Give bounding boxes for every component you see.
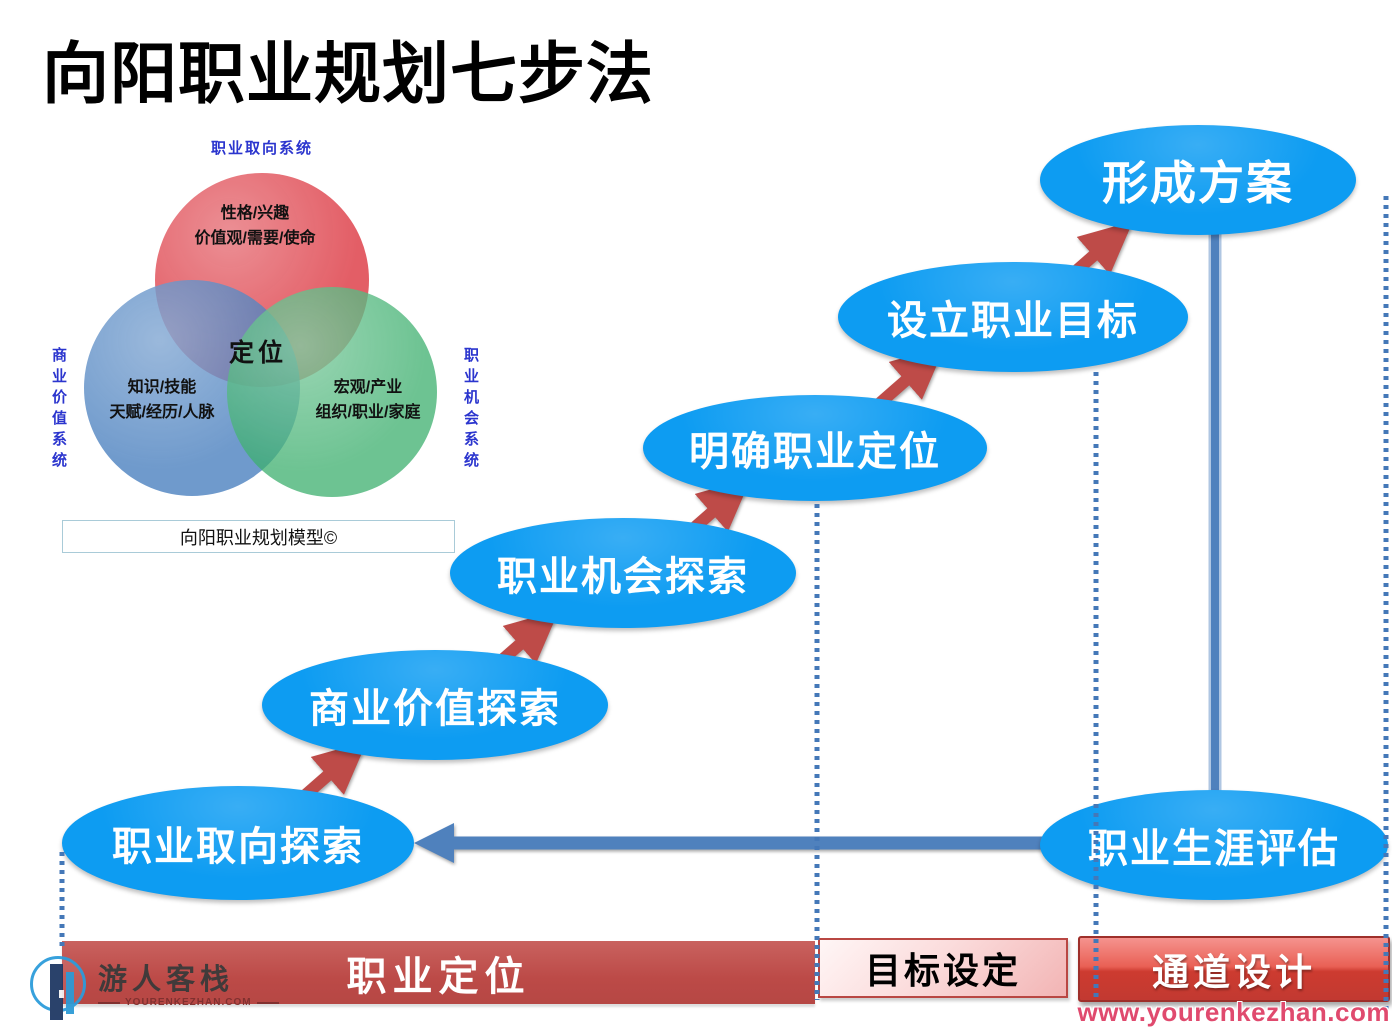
step-ellipse-orientation-exploration: 职业取向探索 xyxy=(62,786,414,900)
venn-text-orientation: 性格/兴趣 价值观/需要/使命 xyxy=(125,201,385,251)
venn-label-value-system: 商业价值系统 xyxy=(50,347,67,473)
venn-text-orientation-line1: 性格/兴趣 xyxy=(220,205,290,222)
venn-circle-opportunity xyxy=(227,287,437,497)
logo-building-icon xyxy=(50,964,63,1020)
step-ellipse-set-career-goal: 设立职业目标 xyxy=(838,262,1188,372)
logo-domain-row: YOURENKEZHAN.COM xyxy=(98,997,279,1008)
phase-bar-channel-design: 通道设计 xyxy=(1078,936,1390,1002)
venn-text-value: 知识/技能 天赋/经历/人脉 xyxy=(42,375,282,425)
logo-building-light-icon xyxy=(66,972,74,1014)
venn-text-orientation-line2: 价值观/需要/使命 xyxy=(194,230,316,247)
venn-center-label: 定位 xyxy=(228,339,287,367)
venn-text-opportunity-line1: 宏观/产业 xyxy=(333,379,403,396)
step-ellipse-business-value-exploration: 商业价值探索 xyxy=(262,650,608,760)
page-title: 向阳职业规划七步法 xyxy=(42,37,654,112)
up-arrow-step5-6-icon xyxy=(1072,221,1134,276)
logo-dash-left xyxy=(98,1001,120,1004)
logo-name: 游人客栈 xyxy=(98,964,235,996)
venn-text-opportunity-line2: 组织/职业/家庭 xyxy=(315,404,421,421)
website-url: www.yourenkezhan.com xyxy=(1077,997,1390,1027)
step-ellipse-career-evaluation: 职业生涯评估 xyxy=(1040,790,1388,900)
logo-domain: YOURENKEZHAN.COM xyxy=(125,997,252,1008)
logo-dash-right xyxy=(256,1001,279,1004)
step-ellipse-define-positioning: 明确职业定位 xyxy=(643,395,987,501)
venn-diagram: 职业取向系统 商业价值系统 职业机会系统 性格/兴趣 价值观/需要/使命 知识/… xyxy=(40,135,485,575)
venn-text-value-line1: 知识/技能 xyxy=(127,379,197,396)
venn-label-orientation-system: 职业取向系统 xyxy=(210,140,313,157)
return-arrow-head-icon xyxy=(414,823,454,863)
venn-caption-box: 向阳职业规划模型© xyxy=(62,520,455,553)
phase-bar-goal-setting: 目标设定 xyxy=(818,938,1068,998)
step-ellipse-form-plan: 形成方案 xyxy=(1040,125,1356,235)
logo: 游人客栈 YOURENKEZHAN.COM xyxy=(26,950,279,1026)
venn-text-value-line2: 天赋/经历/人脉 xyxy=(109,404,215,421)
venn-label-opportunity-system: 职业机会系统 xyxy=(462,347,479,473)
venn-text-opportunity: 宏观/产业 组织/职业/家庭 xyxy=(248,375,488,425)
logo-notch-icon xyxy=(59,990,64,998)
step-ellipse-opportunity-exploration: 职业机会探索 xyxy=(450,518,796,628)
phase-bar-career-positioning: 职业定位 xyxy=(62,941,815,1004)
